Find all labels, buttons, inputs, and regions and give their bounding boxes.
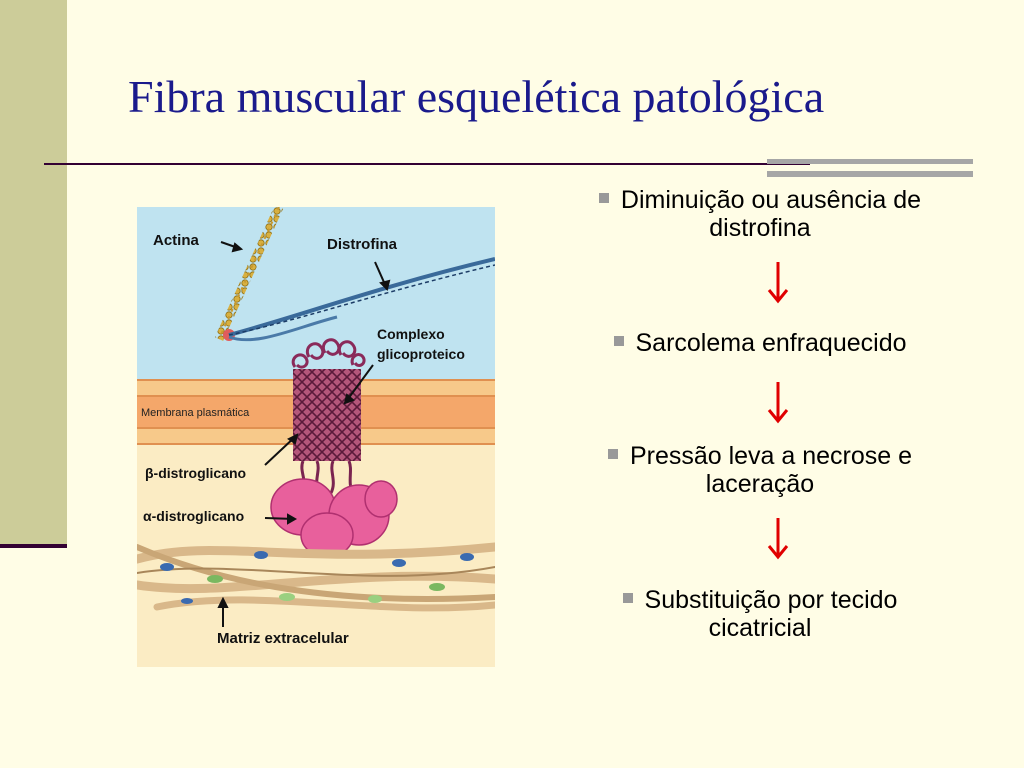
- label-membrana: Membrana plasmática: [141, 407, 250, 419]
- label-distrofina: Distrofina: [327, 236, 398, 253]
- divider-accent-bar: [767, 171, 973, 177]
- muscle-fiber-diagram: Actina Distrofina Complexo glicoproteico…: [137, 207, 495, 667]
- bullet-text: Diminuição ou ausência de: [620, 186, 922, 214]
- bullet-text: cicatricial: [708, 614, 812, 642]
- alpha-dystroglycan-blobs: [270, 478, 398, 558]
- label-actina: Actina: [153, 232, 200, 249]
- bullet-text: laceração: [705, 470, 815, 498]
- bullet-text: Substituição por tecido: [644, 586, 898, 614]
- down-arrow-icon: [767, 518, 789, 560]
- label-matriz: Matriz extracelular: [217, 630, 349, 647]
- bullet-item: Pressão leva a necrose e laceração: [560, 442, 960, 498]
- page-title: Fibra muscular esquelética patológica: [128, 71, 825, 122]
- dystrophin-strand: [228, 257, 495, 342]
- bullet-item: Substituição por tecido cicatricial: [560, 586, 960, 642]
- bullet-text: Sarcolema enfraquecido: [635, 329, 907, 357]
- bullet-square-icon: [598, 193, 609, 204]
- bullet-square-icon: [613, 336, 624, 347]
- matrix-fibers: [137, 542, 495, 612]
- bullet-square-icon: [622, 593, 633, 604]
- bullet-square-icon: [607, 449, 618, 460]
- bullet-item: Diminuição ou ausência de distrofina: [560, 186, 960, 242]
- intracellular-region: [137, 207, 495, 379]
- bullet-item: Sarcolema enfraquecido: [560, 329, 960, 357]
- label-beta-distroglicano: β-distroglicano: [145, 465, 246, 481]
- side-band-line: [0, 544, 67, 548]
- title-divider: [44, 163, 810, 165]
- down-arrow-icon: [767, 382, 789, 424]
- label-complexo-1: Complexo: [377, 326, 445, 342]
- divider-accent-bar: [767, 159, 973, 164]
- down-arrow-icon: [767, 262, 789, 304]
- matrix-particles: [160, 551, 474, 604]
- bullet-text: distrofina: [709, 214, 811, 242]
- glycoprotein-complex: [293, 369, 361, 461]
- label-alpha-distroglicano: α-distroglicano: [143, 508, 244, 524]
- glycoprotein-coils: [291, 338, 366, 369]
- actin-filament: [214, 207, 284, 341]
- bullet-text: Pressão leva a necrose e: [629, 442, 913, 470]
- side-band: [0, 0, 67, 548]
- label-pointers: [217, 241, 391, 627]
- label-complexo-2: glicoproteico: [377, 346, 465, 362]
